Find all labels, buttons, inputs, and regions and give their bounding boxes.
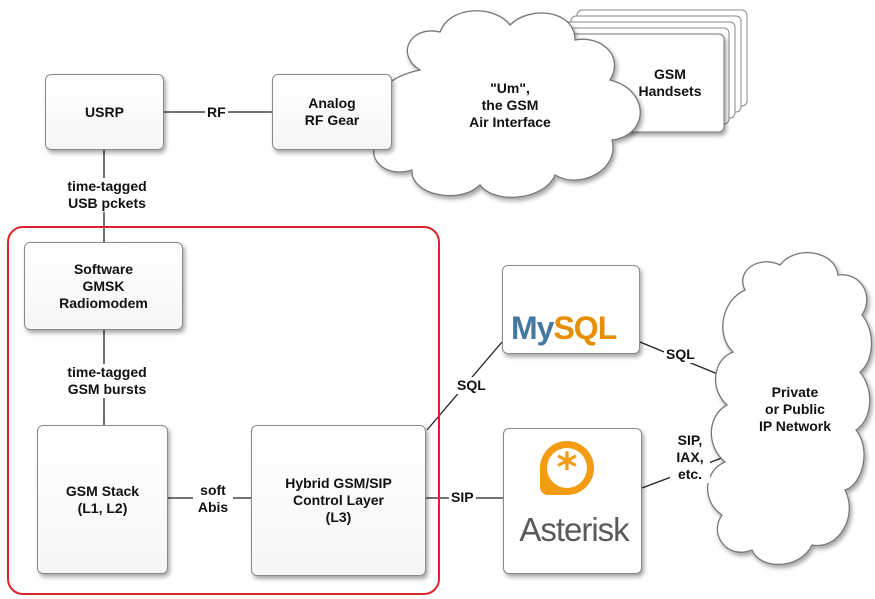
gmsk-node: Software GMSK Radiomodem [24,242,183,330]
mysql-logo-sql: SQL [553,310,617,346]
usrp-node: USRP [45,74,164,150]
gsm-stack-node: GSM Stack (L1, L2) [37,425,168,574]
gsm-stack-label: GSM Stack (L1, L2) [65,482,140,516]
analog-rf-node: Analog RF Gear [272,74,392,150]
edge-label-sql-right: SQL [664,346,697,363]
edge-label-sip-left: SIP [449,489,476,506]
edge-label-bursts: time-tagged GSM bursts [57,364,157,398]
asterisk-wordmark: Asterisk [519,511,629,548]
mysql-logo-box: MySQL [502,265,640,354]
handsets-label: GSM Handsets [638,66,702,99]
mysql-logo-my: My [511,310,554,346]
um-cloud-label: "Um", the GSM Air Interface [469,80,551,130]
gmsk-label: Software GMSK Radiomodem [59,260,148,311]
usrp-label: USRP [85,103,124,120]
edge-label-sql-left: SQL [455,377,488,394]
um-cloud-shape [371,10,641,198]
edge-label-abis: soft Abis [193,482,233,516]
control-layer-label: Hybrid GSM/SIP Control Layer (L3) [285,475,392,525]
network-cloud-shape [706,252,873,566]
analog-rf-label: Analog RF Gear [304,95,360,128]
mysql-logo: MySQL [511,310,617,347]
edge-label-usb: time-tagged USB pckets [57,178,157,212]
openbts-boundary [7,226,440,595]
asterisk-logo-box: * Asterisk [503,428,642,574]
network-cloud-label: Private or Public IP Network [758,384,832,434]
edge-label-rf: RF [205,104,228,121]
asterisk-icon: * [540,441,594,495]
control-layer-node: Hybrid GSM/SIP Control Layer (L3) [251,425,426,576]
edge-label-sip-right: SIP, IAX, etc. [670,432,710,483]
